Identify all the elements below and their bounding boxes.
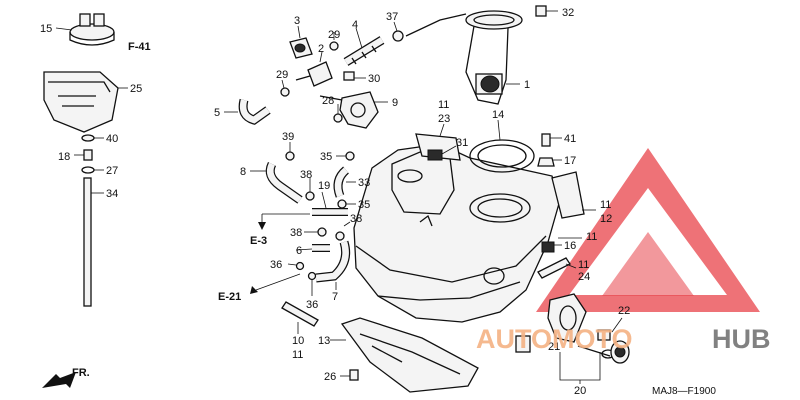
hose-5-part (238, 98, 271, 125)
label-38-right: 38 (350, 213, 362, 225)
tray-part (43, 71, 119, 133)
label-11-right-c: 11 (578, 259, 589, 271)
label-11-right-b: 11 (586, 231, 597, 243)
label-e21[interactable]: E-21 (218, 291, 241, 303)
strip-part (281, 301, 319, 327)
label-21: 21 (548, 341, 560, 353)
label-16: 16 (564, 240, 576, 252)
label-11-top: 11 (438, 99, 449, 111)
fuel-sender-part (515, 293, 630, 364)
label-22: 22 (618, 305, 630, 317)
front-direction-arrow (42, 372, 76, 388)
label-7: 7 (332, 291, 338, 303)
label-17: 17 (564, 155, 576, 167)
label-18: 18 (58, 151, 70, 163)
fuel-tank-part (353, 143, 561, 323)
label-19: 19 (318, 180, 330, 192)
label-30: 30 (368, 73, 380, 85)
label-14: 14 (492, 109, 504, 121)
label-15: 15 (40, 23, 52, 35)
label-32: 32 (562, 7, 574, 19)
plate-part (415, 133, 461, 161)
diagram-code: MAJ8—F1900 (652, 386, 716, 397)
label-11-right-a: 11 (600, 199, 611, 211)
label-20: 20 (574, 385, 586, 397)
label-37: 37 (386, 11, 398, 23)
fuel-cap-part (69, 13, 115, 46)
label-e3[interactable]: E-3 (250, 235, 267, 247)
label-29-top: 29 (328, 29, 340, 41)
label-24: 24 (578, 271, 590, 283)
watermark-brand-left: AUTOMOTO (476, 324, 633, 354)
label-41: 41 (564, 133, 576, 145)
label-35-mid: 35 (358, 199, 370, 211)
label-13: 13 (318, 335, 330, 347)
watermark-brand: AUTOMOTO HUB (476, 324, 771, 354)
joint-part (343, 71, 355, 81)
label-34: 34 (106, 188, 118, 200)
hose-7-part (315, 240, 351, 283)
label-f41[interactable]: F-41 (128, 41, 151, 53)
label-12: 12 (600, 213, 612, 225)
label-35-top: 35 (320, 151, 332, 163)
label-2: 2 (318, 43, 324, 55)
watermark-triangle (536, 148, 760, 312)
label-28: 28 (322, 95, 334, 107)
label-fr: FR. (72, 367, 90, 379)
tank-strip-part (537, 257, 571, 279)
gasket-part (469, 139, 535, 173)
label-31: 31 (456, 137, 468, 149)
watermark-brand-right: HUB (712, 324, 771, 354)
label-36-left: 36 (270, 259, 282, 271)
regulator-part (319, 91, 379, 129)
hose-33-part (333, 166, 350, 198)
fuel-pump-part (405, 10, 523, 105)
label-1: 1 (524, 79, 530, 91)
under-guard-part (340, 317, 479, 393)
label-3: 3 (294, 15, 300, 27)
side-plate-part (551, 171, 585, 219)
label-40: 40 (106, 133, 118, 145)
label-33: 33 (358, 177, 370, 189)
label-26: 26 (324, 371, 336, 383)
label-5: 5 (214, 107, 220, 119)
fuel-filter-part (295, 61, 333, 87)
label-38-top: 38 (300, 169, 312, 181)
drain-rod-part (83, 177, 92, 307)
label-23: 23 (438, 113, 450, 125)
label-4: 4 (352, 19, 358, 31)
label-8: 8 (240, 166, 246, 178)
label-39: 39 (282, 131, 294, 143)
fuel-hose-part (343, 36, 385, 66)
label-27: 27 (106, 165, 118, 177)
label-6: 6 (296, 245, 302, 257)
label-10: 10 (292, 335, 304, 347)
label-38-left: 38 (290, 227, 302, 239)
label-9: 9 (392, 97, 398, 109)
label-29-left: 29 (276, 69, 288, 81)
label-25: 25 (130, 83, 142, 95)
watermark-logo (536, 148, 760, 312)
hose-8-part (265, 161, 303, 204)
filter-holder-part (289, 37, 313, 59)
label-36-bottom: 36 (306, 299, 318, 311)
label-11-bottom: 11 (292, 349, 303, 361)
